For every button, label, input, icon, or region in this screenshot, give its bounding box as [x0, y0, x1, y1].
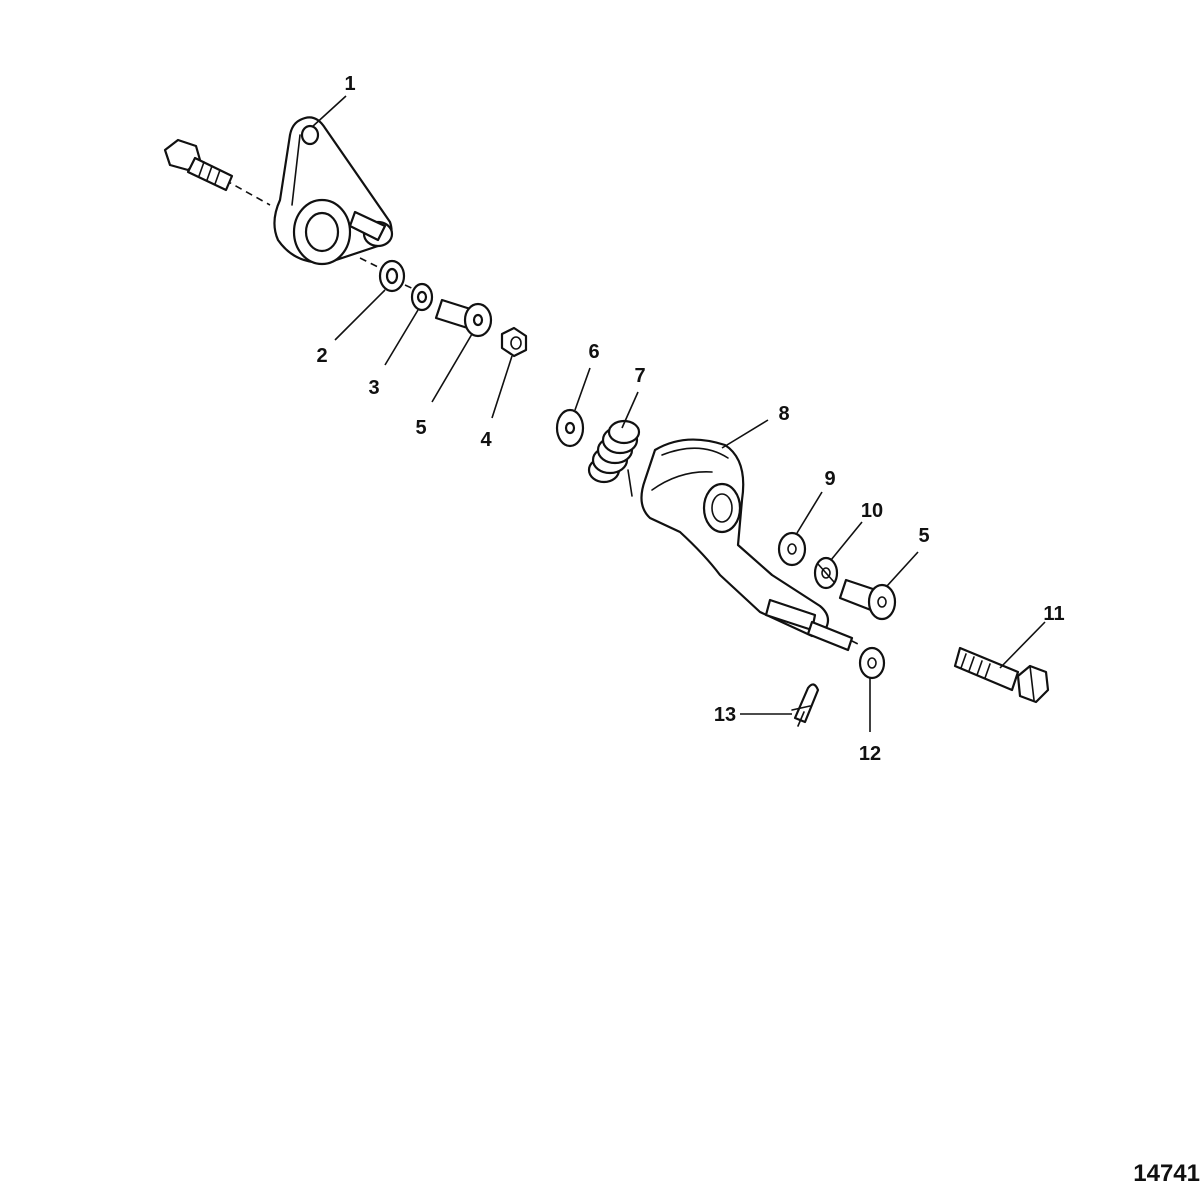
washer-part-12	[858, 646, 886, 680]
spring-part-7	[587, 419, 641, 497]
callout-5-upper: 5	[415, 417, 426, 439]
callout-9: 9	[824, 468, 835, 490]
callout-labels: 1 2 3 5 4 6 7 8 9 10 5 11 13 12	[316, 73, 1064, 765]
callout-8: 8	[778, 403, 789, 425]
callout-11: 11	[1043, 603, 1064, 625]
callout-12: 12	[859, 743, 881, 765]
figure-number: 14741	[1133, 1160, 1200, 1187]
callout-5-lower: 5	[918, 525, 929, 547]
leader-lines	[311, 95, 1046, 732]
lever-arm-part-1	[273, 116, 394, 266]
callout-6: 6	[588, 341, 599, 363]
lock-washer-part-3	[410, 282, 434, 312]
shoulder-bolt-top	[163, 138, 234, 192]
washer-part-6	[555, 408, 585, 448]
callout-2: 2	[316, 345, 327, 367]
washer-part-2	[378, 259, 406, 293]
washer-part-9	[777, 531, 807, 567]
lock-washer-part-10	[813, 556, 839, 590]
shift-arm-part-8	[640, 438, 854, 652]
callout-1: 1	[344, 73, 355, 95]
callout-13: 13	[714, 704, 736, 726]
cotter-pin-part-13	[791, 683, 820, 727]
pin-part-5-lower	[838, 578, 897, 621]
callout-7: 7	[634, 365, 645, 387]
nut-part-4	[500, 326, 528, 358]
hex-bolt-part-11	[953, 646, 1050, 704]
callout-10: 10	[861, 500, 883, 522]
callout-4: 4	[480, 429, 492, 451]
callout-3: 3	[368, 377, 379, 399]
pin-part-5-upper	[434, 298, 493, 338]
